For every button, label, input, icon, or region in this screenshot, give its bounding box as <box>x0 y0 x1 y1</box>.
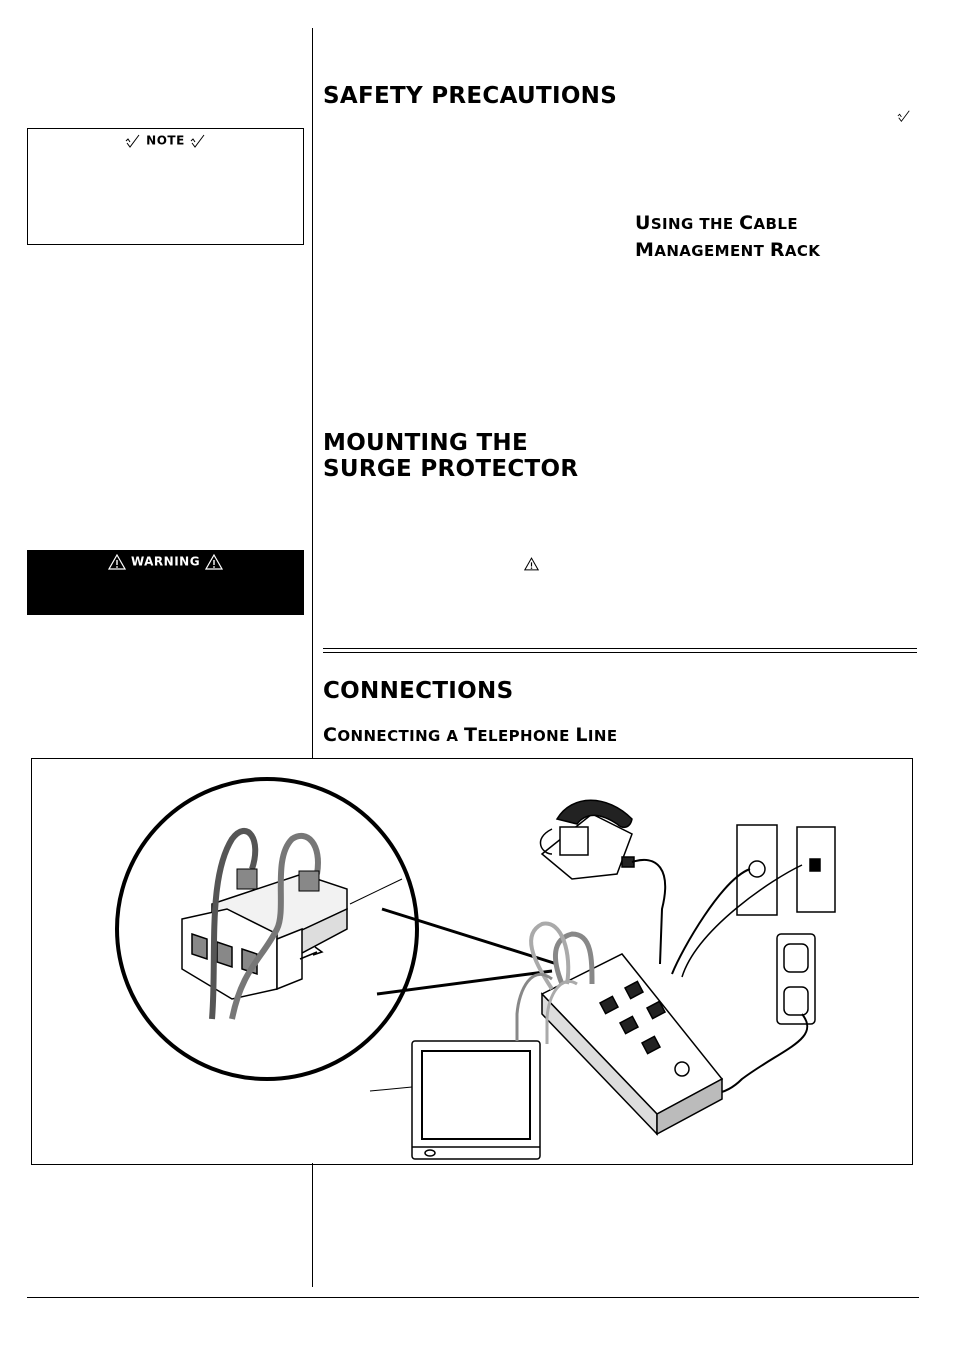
surge-protector-drawing <box>540 953 724 1136</box>
warning-triangle-icon <box>524 557 539 571</box>
column-divider-top <box>312 28 313 758</box>
warning-title: WARNING <box>27 554 304 570</box>
telephone-line-heading: CONNECTING A TELEPHONE LINE <box>323 724 618 746</box>
pencil-check-icon <box>190 134 204 148</box>
warning-triangle-icon <box>108 554 127 570</box>
column-divider-bottom <box>312 1163 313 1287</box>
wall-outlet <box>776 933 816 1025</box>
monitor-drawing <box>411 1040 541 1160</box>
pencil-check-icon <box>126 134 140 148</box>
mounting-heading: MOUNTING THE SURGE PROTECTOR <box>323 430 578 482</box>
warning-label: WARNING <box>130 554 201 569</box>
connection-illustration <box>31 758 913 1165</box>
safety-precautions-heading: SAFETY PRECAUTIONS <box>323 83 618 109</box>
warning-box: WARNING <box>27 550 304 615</box>
pencil-check-icon <box>897 110 910 122</box>
wall-jacks <box>736 824 836 916</box>
note-label: NOTE <box>146 133 185 148</box>
cable-rack-heading: USING THE CABLE MANAGEMENT RACK <box>635 210 820 264</box>
section-divider-second <box>323 652 917 653</box>
illustration-drawing <box>115 777 836 1160</box>
section-divider <box>323 648 917 649</box>
connections-heading: CONNECTIONS <box>323 678 514 704</box>
cable-rack-heading-line1: USING THE CABLE <box>635 212 798 234</box>
note-title: NOTE <box>28 133 303 149</box>
page-footer-rule <box>27 1297 919 1298</box>
cable-rack-heading-line2: MANAGEMENT RACK <box>635 239 821 261</box>
mounting-heading-line1: MOUNTING THE <box>323 430 528 456</box>
note-box: NOTE <box>27 128 304 245</box>
mounting-heading-line2: SURGE PROTECTOR <box>323 456 579 482</box>
warning-triangle-icon <box>204 554 223 570</box>
telephone-drawing <box>539 799 667 965</box>
